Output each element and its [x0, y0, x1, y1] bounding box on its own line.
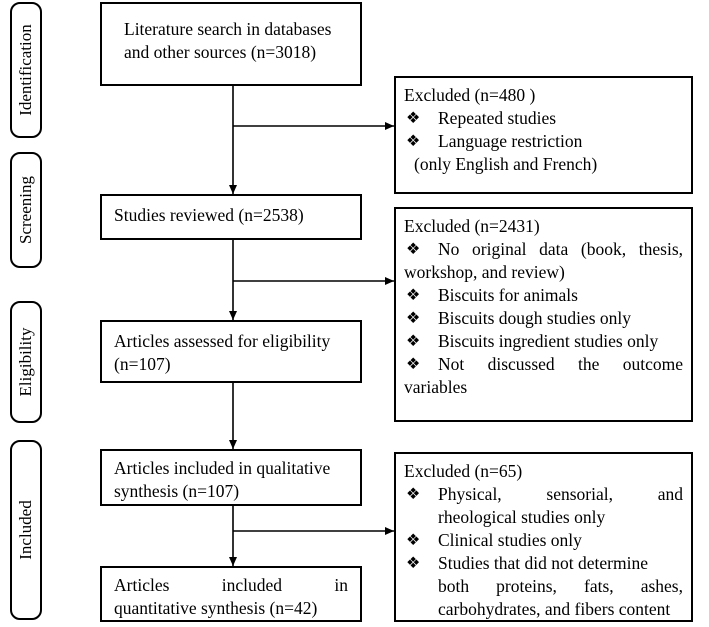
box-literature-search: Literature search in databases and other… [100, 2, 362, 86]
stage-included-label: Included [16, 500, 35, 560]
bullet-icon: ❖ [406, 110, 421, 127]
quantitative-word-3: in [334, 575, 348, 595]
list-item: ❖ Not discussed the outcome [406, 354, 683, 374]
list-item: ❖ Physical, sensorial, and rheological s… [406, 484, 683, 527]
stage-identification-label: Identification [16, 24, 35, 116]
assessed-line-1: Articles assessed for eligibility [114, 331, 331, 351]
box-excluded-480: Excluded (n=480 ) ❖ Repeated studies ❖ L… [394, 76, 693, 194]
bullet-icon: ❖ [406, 133, 421, 150]
box-studies-reviewed: Studies reviewed (n=2538) [100, 194, 362, 240]
excluded-2431-list: ❖ No original data (book, thesis, worksh… [404, 238, 683, 399]
list-item: ❖ Repeated studies [406, 108, 557, 128]
list-item: ❖ Biscuits for animals [406, 285, 578, 305]
box-qualitative-synthesis: Articles included in qualitative synthes… [100, 449, 362, 506]
quantitative-line-1: Articles included in [114, 574, 348, 597]
search-line-2: and other sources (n=3018) [124, 42, 317, 62]
stage-screening: Screening [10, 152, 42, 268]
quantitative-word-2: included [221, 575, 283, 595]
excluded-65-list: ❖ Physical, sensorial, and rheological s… [404, 483, 683, 621]
stage-eligibility: Eligibility [10, 301, 42, 423]
search-line-1: Literature search in databases [124, 19, 332, 39]
excluded-65-title: Excluded (n=65) [404, 461, 523, 481]
bullet-icon: ❖ [406, 486, 421, 503]
list-item-continuation: workshop, and review) [404, 262, 565, 282]
bullet-icon: ❖ [406, 310, 421, 327]
reviewed-text: Studies reviewed (n=2538) [114, 205, 304, 225]
excluded-2431-title: Excluded (n=2431) [404, 216, 540, 236]
list-item: ❖ No original data (book, thesis, [406, 239, 683, 259]
bullet-icon: ❖ [406, 532, 421, 549]
box-assessed-eligibility: Articles assessed for eligibility (n=107… [100, 320, 362, 383]
list-item-continuation: variables [404, 377, 468, 397]
quantitative-word-1: Articles [114, 575, 170, 595]
excluded-480-note: (only English and French) [414, 154, 598, 174]
bullet-icon: ❖ [406, 356, 421, 373]
stage-eligibility-label: Eligibility [16, 327, 35, 397]
stage-identification: Identification [10, 2, 42, 138]
stage-included: Included [10, 440, 42, 620]
list-item: ❖ Language restriction [406, 131, 583, 151]
excluded-480-list: ❖ Repeated studies ❖ Language restrictio… [404, 107, 683, 153]
box-excluded-2431: Excluded (n=2431) ❖ No original data (bo… [394, 207, 693, 422]
box-quantitative-synthesis: Articles included in quantitative synthe… [100, 566, 362, 622]
bullet-icon: ❖ [406, 241, 421, 258]
assessed-line-2: (n=107) [114, 354, 171, 374]
quantitative-line-2: quantitative synthesis (n=42) [114, 598, 318, 618]
list-item: ❖ Biscuits ingredient studies only [406, 331, 659, 351]
qualitative-line-1: Articles included in qualitative [114, 458, 331, 478]
list-item: ❖ Clinical studies only [406, 530, 582, 550]
list-item: ❖ Studies that did not determine both pr… [406, 553, 683, 619]
box-excluded-65: Excluded (n=65) ❖ Physical, sensorial, a… [394, 452, 693, 622]
bullet-icon: ❖ [406, 333, 421, 350]
stage-screening-label: Screening [16, 176, 35, 244]
qualitative-line-2: synthesis (n=107) [114, 481, 240, 501]
excluded-480-title: Excluded (n=480 ) [404, 85, 536, 105]
list-item: ❖ Biscuits dough studies only [406, 308, 631, 328]
bullet-icon: ❖ [406, 555, 421, 572]
bullet-icon: ❖ [406, 287, 421, 304]
